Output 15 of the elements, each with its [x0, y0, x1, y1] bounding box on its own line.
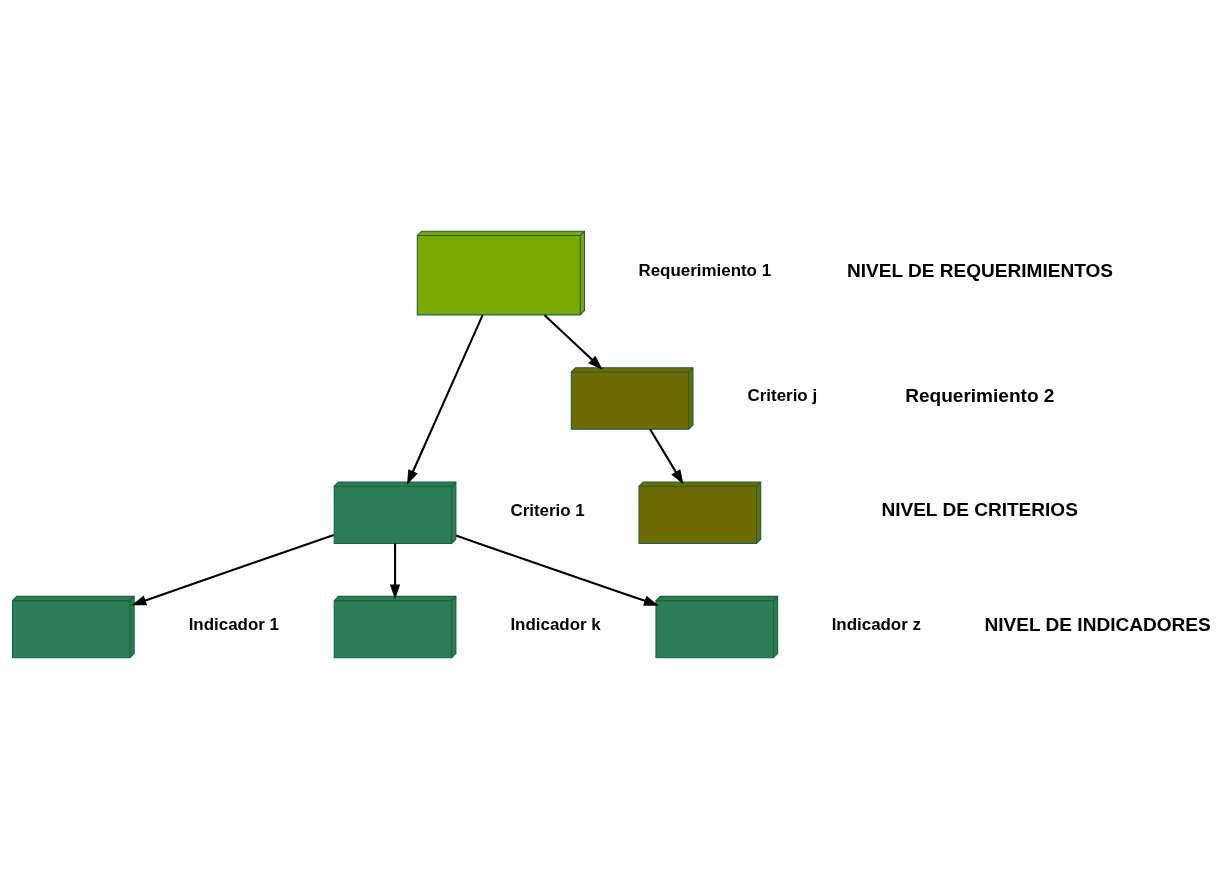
- label: Requerimiento 2: [905, 384, 1055, 406]
- arrow: [649, 428, 684, 485]
- node-label: Indicador 1: [188, 614, 279, 634]
- node-label: Indicador k: [510, 614, 601, 634]
- node-label: Criterio j: [747, 385, 818, 405]
- label: NIVEL DE REQUERIMIENTOS: [846, 259, 1113, 281]
- arrow: [389, 543, 401, 599]
- label: NIVEL DE INDICADORES: [984, 613, 1211, 635]
- node-label: Criterio 1: [510, 500, 585, 520]
- node-label: Requerimiento 1: [638, 260, 772, 280]
- node-label: Indicador z: [831, 614, 921, 634]
- arrow: [543, 313, 603, 370]
- arrow: [455, 534, 659, 606]
- arrow: [131, 533, 335, 605]
- label: NIVEL DE CRITERIOS: [881, 498, 1078, 520]
